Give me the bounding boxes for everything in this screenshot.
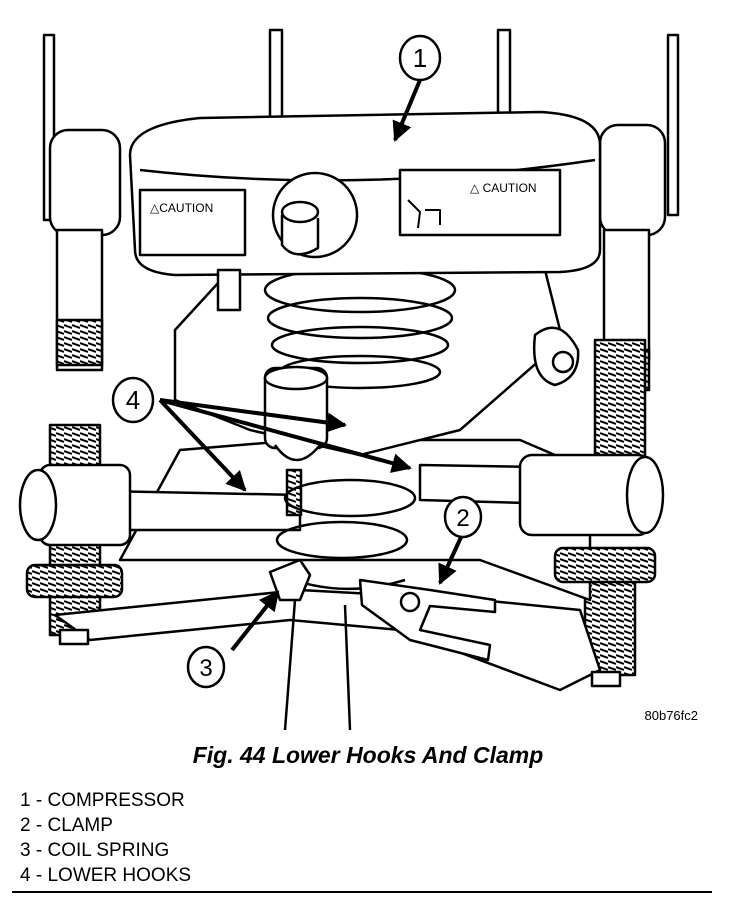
callout-1-arrow (392, 79, 422, 142)
strut-shaft (283, 599, 352, 730)
left-nut (25, 563, 124, 599)
compressor-knob-cap (280, 200, 320, 224)
callout-2-arrow (438, 534, 464, 585)
legend-item: 3 - COIL SPRING (20, 840, 170, 861)
image-code: 80b76fc2 (644, 708, 699, 723)
hook-top (263, 365, 329, 391)
bottom-rule (12, 891, 712, 893)
caution-text-right: △ CAUTION (470, 181, 537, 195)
upper-coil-spring (263, 266, 457, 390)
right-rod-foot (590, 670, 622, 688)
callout-3-arrow (230, 590, 280, 652)
svg-text:4: 4 (126, 385, 140, 415)
caution-pictogram (407, 199, 441, 229)
legend-item: 1 - COMPRESSOR (20, 790, 185, 811)
svg-text:2: 2 (456, 505, 469, 532)
callout-4-arrow-c (159, 398, 412, 473)
left-thread-upper (55, 318, 104, 367)
right-outer-post (666, 33, 680, 217)
legend-item: 4 - LOWER HOOKS (20, 865, 192, 886)
callout-4: 4 (111, 376, 155, 424)
spring-compressor-illustration: 1 2 3 4 △CAUTION △ CAUTION (18, 28, 680, 730)
callout-2: 2 (443, 495, 483, 539)
right-thread-upper-lower (593, 338, 647, 462)
caution-label-right (398, 168, 562, 237)
caution-label-left (138, 188, 247, 257)
svg-text:1: 1 (413, 43, 427, 73)
bushing-bolt (551, 350, 575, 374)
legend-list: 1 - COMPRESSOR 2 - CLAMP 3 - COIL SPRING… (20, 788, 191, 888)
clamp (358, 578, 497, 662)
right-cylinder-rod (602, 228, 651, 362)
left-cross-cap (18, 468, 58, 542)
left-rod-foot (58, 628, 90, 646)
svg-text:3: 3 (199, 655, 212, 682)
base-plate (53, 588, 602, 692)
right-nut (553, 546, 657, 584)
callout-4-arrow-b (159, 398, 347, 433)
compressor-knob-stem (280, 215, 320, 256)
callout-1: 1 (398, 34, 442, 82)
compressor-foot-left (216, 268, 242, 312)
hook-nose (273, 444, 321, 462)
compressor-rim (139, 158, 596, 182)
callout-4-arrow-a (158, 398, 247, 492)
right-cylinder (598, 123, 667, 237)
caution-text-left: △CAUTION (150, 201, 213, 215)
callout-3: 3 (186, 645, 226, 689)
legend-item: 2 - CLAMP (20, 815, 113, 836)
left-cylinder (48, 128, 122, 237)
figure-caption: Fig. 44 Lower Hooks And Clamp (192, 742, 544, 768)
right-cross-cap (625, 455, 665, 535)
clamp-screw (399, 591, 421, 613)
